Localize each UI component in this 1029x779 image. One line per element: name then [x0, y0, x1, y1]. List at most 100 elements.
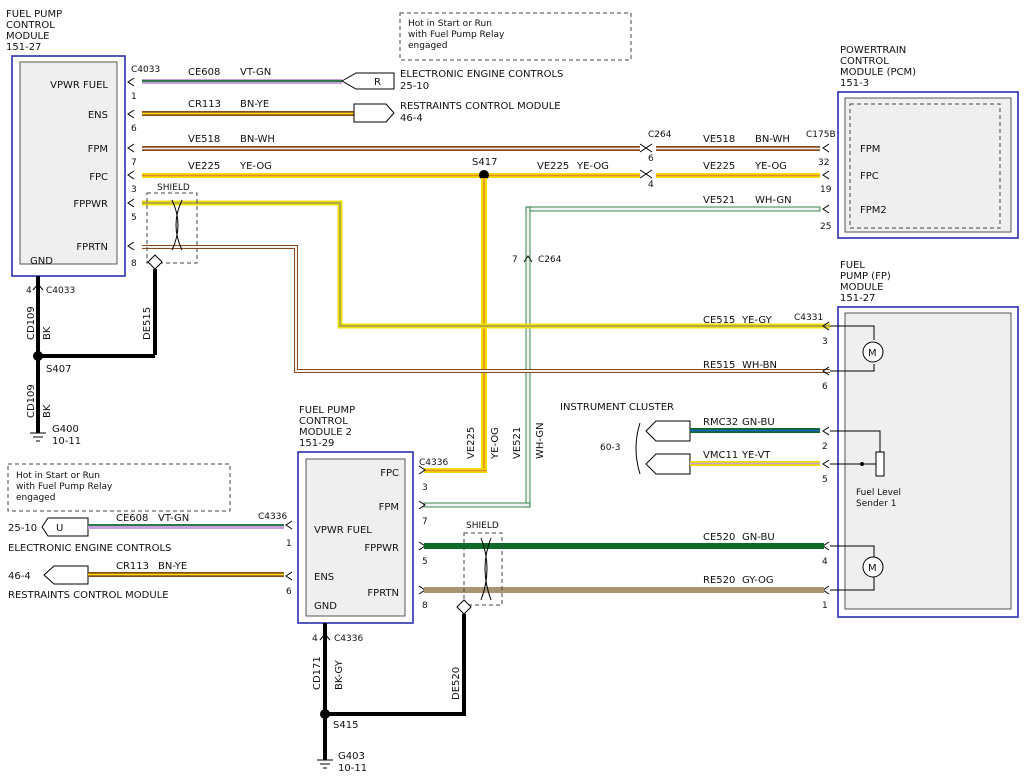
c4331-pin-1: 1: [822, 601, 828, 611]
c4331-pin-6: 6: [822, 382, 828, 392]
c4033-pin-4: 4: [26, 286, 32, 296]
wire-de520-label: DE520: [451, 667, 462, 700]
fppcm1-title-3: MODULE: [6, 31, 49, 42]
hot-note-top-3: engaged: [408, 41, 447, 51]
fppcm1-inner: [19, 61, 118, 265]
shield-drain-top-icon: [147, 254, 163, 270]
wire-ce608-id: CE608: [188, 67, 220, 78]
fppcm1-title-4: 151-27: [6, 42, 41, 53]
inline-letter-u: U: [56, 523, 63, 534]
fppcm1-title-1: FUEL PUMP: [6, 9, 62, 20]
fppcm2-pin-fpc: FPC: [380, 468, 399, 479]
wire-ve521v-color: WH-GN: [535, 422, 546, 459]
hot-note-top-1: Hot in Start or Run: [408, 19, 492, 29]
ground-g403-ref: 10-11: [338, 763, 367, 774]
hot-note-top-2: with Fuel Pump Relay: [408, 30, 505, 40]
inline-connector-u-icon: [41, 517, 89, 537]
c264-chevrons: [639, 143, 653, 179]
ground-symbol-g400-icon: [30, 432, 46, 442]
c4033-pin-8: 8: [131, 259, 137, 269]
wire-ce520-color: GN-BU: [742, 532, 775, 543]
fuel-pump-motor-2-icon: [862, 556, 884, 578]
connector-c264b-label: C264: [538, 255, 562, 265]
ic-pin-5: 5: [822, 475, 828, 485]
c4033-chevrons: [127, 77, 135, 251]
wire-ve521-color: WH-GN: [755, 195, 792, 206]
fppcm1-pin-gnd: GND: [30, 256, 53, 267]
splice-s415: [320, 709, 330, 719]
pcm-title-4: 151-3: [840, 78, 869, 89]
wire-cd109a-id: CD109: [26, 306, 37, 340]
pcm-pin-19: 19: [820, 185, 832, 195]
wire-cr113-id: CR113: [188, 99, 221, 110]
wire-rmc32-color: GN-BU: [742, 417, 775, 428]
fuel-pump-motor-1-icon: [862, 341, 884, 363]
pcm-title-1: POWERTRAIN: [840, 45, 906, 56]
wire-cr113-color: BN-YE: [240, 99, 269, 110]
wire-ce608-bottom: [88, 524, 284, 529]
wire-ve521-to-fppcm2: [423, 502, 531, 508]
pcm-inner: [844, 97, 1012, 233]
wire-ce608-color: VT-GN: [240, 67, 271, 78]
hot-note-bottom-2: with Fuel Pump Relay: [16, 482, 113, 492]
splice-s417-label: S417: [472, 157, 497, 168]
fuel-pump-control-module-2: FUEL PUMP CONTROL MODULE 2 151-29 FPC FP…: [297, 405, 414, 624]
wire-cr113b-id: CR113: [116, 561, 149, 572]
fppcm2-inner: [305, 458, 406, 617]
fppcm1-pin-ens: ENS: [88, 110, 108, 121]
wire-ve521v-id: VE521: [512, 427, 523, 459]
wire-ce608b-color: VT-GN: [158, 513, 189, 524]
wire-vmc11-color: YE-VT: [741, 450, 771, 461]
wire-cd171-color: BK-GY: [334, 659, 345, 690]
wire-cd109b-color: BK: [42, 404, 53, 418]
ground-g400: G400: [52, 424, 79, 435]
c4033-pin-5: 5: [131, 213, 137, 223]
dest-rcm-top-ref: 46-4: [400, 113, 423, 124]
c4336-pin-1: 1: [286, 539, 292, 549]
c175b-chevrons: [822, 143, 830, 214]
fpmod-title-4: 151-27: [840, 293, 875, 304]
ic-connector-2-icon: [645, 453, 691, 475]
fuel-level-sender-icon: [875, 451, 885, 477]
shield-bottom-label: SHIELD: [466, 521, 499, 531]
splice-s417: [479, 170, 489, 180]
c4336-pin-4: 4: [312, 634, 318, 644]
splice-s407: [33, 351, 43, 361]
svg-text:M: M: [868, 348, 877, 359]
wire-re520: [424, 587, 824, 593]
wire-ve225b-color: YE-OG: [576, 161, 609, 172]
c264-pin-6: 6: [648, 154, 654, 164]
fppcm1-pin-fpm: FPM: [88, 144, 108, 155]
dest-rcm-bottom-ref: 46-4: [8, 571, 31, 582]
wire-cd109a-color: BK: [42, 326, 53, 340]
fppcm2-pin-fppwr: FPPWR: [364, 543, 399, 554]
fuel-pump-control-module-1: FUEL PUMP CONTROL MODULE 151-27 VPWR FUE…: [6, 9, 126, 277]
wire-ve225v-id: VE225: [466, 427, 477, 459]
wire-re520-id: RE520: [703, 575, 735, 586]
wire-cd109b-id: CD109: [26, 384, 37, 418]
wire-ce515-id: CE515: [703, 315, 735, 326]
shield-top-box: [146, 192, 198, 264]
c264-pin-4: 4: [648, 180, 654, 190]
arrow-connector-icon: [353, 103, 395, 123]
fppcm2-title-2: CONTROL: [299, 416, 348, 427]
fppcm2-title-1: FUEL PUMP: [299, 405, 355, 416]
dest-rcm-bottom: RESTRAINTS CONTROL MODULE: [8, 590, 169, 601]
wire-de520: [325, 614, 466, 716]
instrument-cluster-ref: 60-3: [600, 443, 620, 453]
c4336-chevrons: [285, 465, 426, 595]
wire-cd171-id: CD171: [312, 656, 323, 690]
shield-twist-top: [171, 199, 183, 251]
wire-ve225c-color: YE-OG: [754, 161, 787, 172]
pcm-pin-fpc: FPC: [860, 171, 879, 182]
wire-ve225c-id: VE225: [703, 161, 735, 172]
wire-ve518b-id: VE518: [703, 134, 735, 145]
dest-eec-bottom-ref: 25-10: [8, 523, 37, 534]
fuel-level-sender-1: Fuel Level: [856, 488, 901, 498]
fpmod-title-3: MODULE: [840, 282, 883, 293]
wire-ce608-top: [142, 79, 342, 84]
hot-note-bottom-3: engaged: [16, 493, 55, 503]
fppcm2-pin-vpwr: VPWR FUEL: [314, 525, 372, 536]
fppcm1-pin-fppwr: FPPWR: [73, 199, 108, 210]
